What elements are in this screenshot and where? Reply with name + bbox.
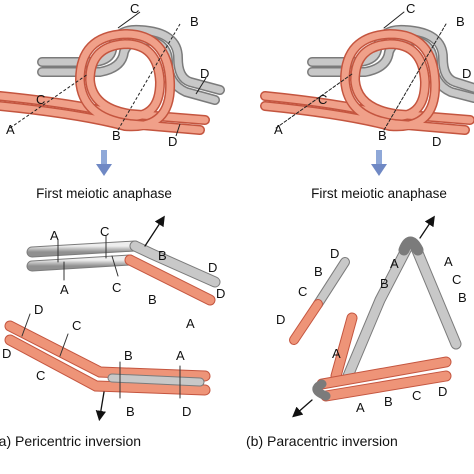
label-c-b: C: [406, 1, 415, 16]
panel-a-loop: C B D C A B D: [0, 1, 225, 149]
label-b-c2: C: [452, 272, 461, 287]
panel-b-loop: [260, 11, 474, 135]
label-b-b: B: [456, 14, 465, 29]
caption-b: (b) Paracentric inversion: [246, 433, 398, 449]
label-b-a1: A: [390, 256, 399, 271]
label-b-b1: B: [314, 264, 323, 279]
label-d-ana-2: D: [216, 286, 225, 301]
label-c-ana-4: C: [36, 368, 45, 383]
label-d-ana-5: D: [182, 404, 191, 419]
label-b-ana-2: B: [148, 292, 157, 307]
label-b-d3: D: [438, 384, 447, 399]
label-b-d1: D: [330, 246, 339, 261]
tick-d: [195, 77, 207, 95]
label-b-b2: B: [380, 276, 389, 291]
panel-b-anaphase: [289, 215, 462, 418]
label-c-ana-1: C: [100, 224, 109, 239]
label-c-ana-2: C: [112, 280, 121, 295]
label-b-bottom: B: [112, 128, 121, 143]
down-arrow-a: [96, 150, 112, 176]
label-a-ana-4: A: [176, 348, 185, 363]
label-c-left: C: [36, 92, 45, 107]
label-c: C: [130, 1, 139, 16]
label-b-b3: B: [458, 290, 467, 305]
label-d-ana-1: D: [208, 260, 217, 275]
label-d-ana-3: D: [34, 302, 43, 317]
step-label-a: First meiotic anaphase: [36, 186, 172, 201]
label-a-ana-2: A: [60, 282, 69, 297]
label-b-ana-1: B: [158, 248, 167, 263]
label-a-b: A: [274, 122, 283, 137]
label-b-a2: A: [444, 254, 453, 269]
label-d-bottom: D: [168, 134, 177, 149]
label-b-c3: C: [412, 388, 421, 403]
label-b-bottom-b: B: [378, 128, 387, 143]
tick-d2: [175, 123, 181, 137]
label-d-b: D: [462, 66, 471, 81]
label-b-a4: A: [356, 400, 365, 415]
label-a: A: [6, 122, 15, 137]
label-c-left-b: C: [318, 92, 327, 107]
dashed-line-a: [9, 73, 89, 129]
caption-a: (a) Pericentric inversion: [0, 433, 141, 449]
step-label-b: First meiotic anaphase: [311, 186, 447, 201]
label-b-ana-3: B: [124, 348, 133, 363]
down-arrow-b: [371, 150, 387, 176]
label-a-ana-1: A: [50, 228, 59, 243]
label-d-bottom-b: D: [432, 134, 441, 149]
dashed-line-b: [117, 23, 181, 131]
label-b-b4: B: [384, 394, 393, 409]
tick-c: [117, 11, 141, 29]
label-c-ana-3: C: [72, 318, 81, 333]
label-b-d2: D: [276, 312, 285, 327]
label-d-ana-4: D: [2, 346, 11, 361]
label-b: B: [190, 14, 199, 29]
label-b-a3: A: [332, 346, 341, 361]
panel-a-anaphase: A C A C B D D B A D D C C B A B D: [2, 215, 225, 422]
label-d: D: [200, 66, 209, 81]
label-b-ana-4: B: [126, 404, 135, 419]
label-b-c1: C: [298, 284, 307, 299]
label-a-ana-3: A: [186, 316, 195, 331]
